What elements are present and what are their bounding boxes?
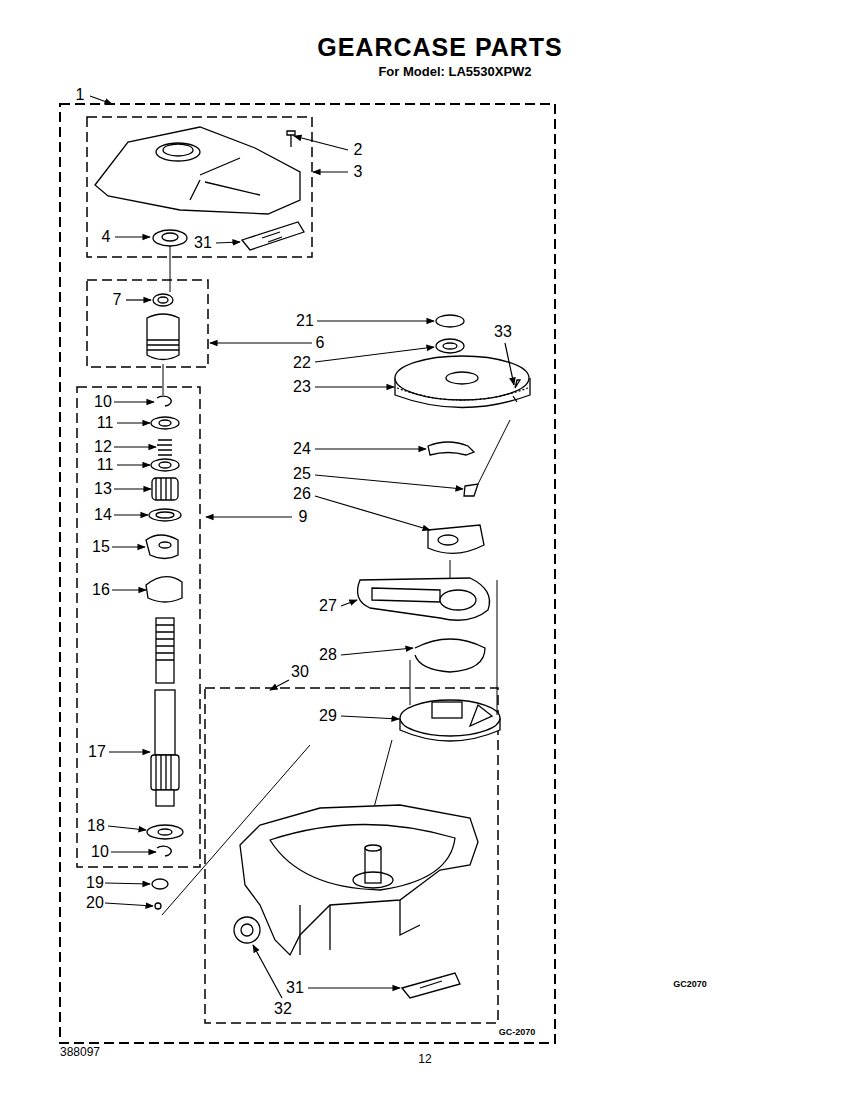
callout-number: 21 xyxy=(296,312,314,330)
callout-number: 14 xyxy=(94,506,112,524)
callout-number: 29 xyxy=(319,707,337,725)
callout-number: 3 xyxy=(354,163,363,181)
callout-number: 26 xyxy=(293,485,311,503)
callout-number: 17 xyxy=(88,743,106,761)
callout-number: 11 xyxy=(97,414,114,432)
callout-number: 30 xyxy=(291,663,309,681)
part-drawings xyxy=(95,127,530,998)
callout-number: 10 xyxy=(91,843,109,861)
callout-number: 12 xyxy=(94,438,112,456)
callout-number: 7 xyxy=(113,291,122,309)
group-boxes xyxy=(60,104,555,1043)
callout-number: 10 xyxy=(94,393,112,411)
callout-number: 27 xyxy=(319,597,337,615)
callout-number: 18 xyxy=(87,817,105,835)
callout-number: 28 xyxy=(319,646,337,664)
callout-number: 24 xyxy=(293,440,311,458)
note-text: GC-2070 xyxy=(499,1028,536,1038)
callout-number: 13 xyxy=(94,480,112,498)
callout-number: 2 xyxy=(354,141,363,159)
callout-number: 6 xyxy=(316,334,325,352)
callout-number: 25 xyxy=(293,465,311,483)
note-text: 388097 xyxy=(60,1046,100,1059)
callout-number: 22 xyxy=(293,354,311,372)
callout-number: 32 xyxy=(274,1000,292,1018)
leader-lines xyxy=(90,96,514,998)
callout-number: 31 xyxy=(286,979,304,997)
callout-number: 12 xyxy=(418,1053,431,1066)
callout-number: 23 xyxy=(293,378,311,396)
callout-number: 15 xyxy=(92,538,110,556)
callout-number: 1 xyxy=(76,86,85,104)
callout-number: 31 xyxy=(194,234,212,252)
callout-number: 11 xyxy=(97,456,114,474)
diagram-title: GEARCASE PARTS xyxy=(317,34,563,62)
callout-number: 19 xyxy=(86,874,104,892)
callout-number: 4 xyxy=(102,228,111,246)
callout-number: 20 xyxy=(86,894,104,912)
callout-number: 16 xyxy=(92,581,110,599)
callout-number: 9 xyxy=(299,508,308,526)
callout-number: 33 xyxy=(494,323,512,341)
note-text: For Model: LA5530XPW2 xyxy=(378,65,531,79)
note-text: GC2070 xyxy=(673,980,707,990)
